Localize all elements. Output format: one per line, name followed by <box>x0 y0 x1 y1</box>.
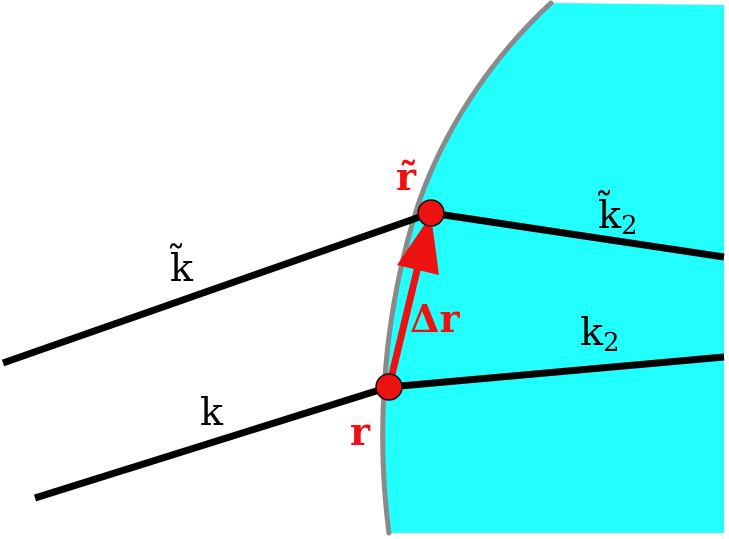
ray-k2-tilde <box>430 209 725 261</box>
ray-k <box>33 383 391 502</box>
label-k2-tilde-subscript: 2 <box>621 211 638 241</box>
ray-k2 <box>388 353 725 391</box>
point-r-tilde <box>417 199 445 227</box>
point-r <box>375 373 403 401</box>
label-r-tilde: r̃ <box>396 154 417 199</box>
ray-k-tilde <box>1 209 433 367</box>
label-k2-tilde-base: k̃ <box>598 190 622 237</box>
label-delta-r: Δr <box>410 296 460 341</box>
label-k2-subscript: 2 <box>603 328 620 358</box>
delta-r-arrowhead <box>397 215 439 275</box>
delta-r-arrow-shaft <box>385 261 423 388</box>
label-k2-base: k <box>580 310 604 354</box>
label-r: r <box>350 409 371 454</box>
label-k-tilde: k̃ <box>170 243 194 290</box>
label-k2: k2 <box>580 310 620 358</box>
label-k: k <box>200 390 224 434</box>
label-k2-tilde: k̃2 <box>598 190 638 241</box>
medium-region <box>382 3 724 533</box>
